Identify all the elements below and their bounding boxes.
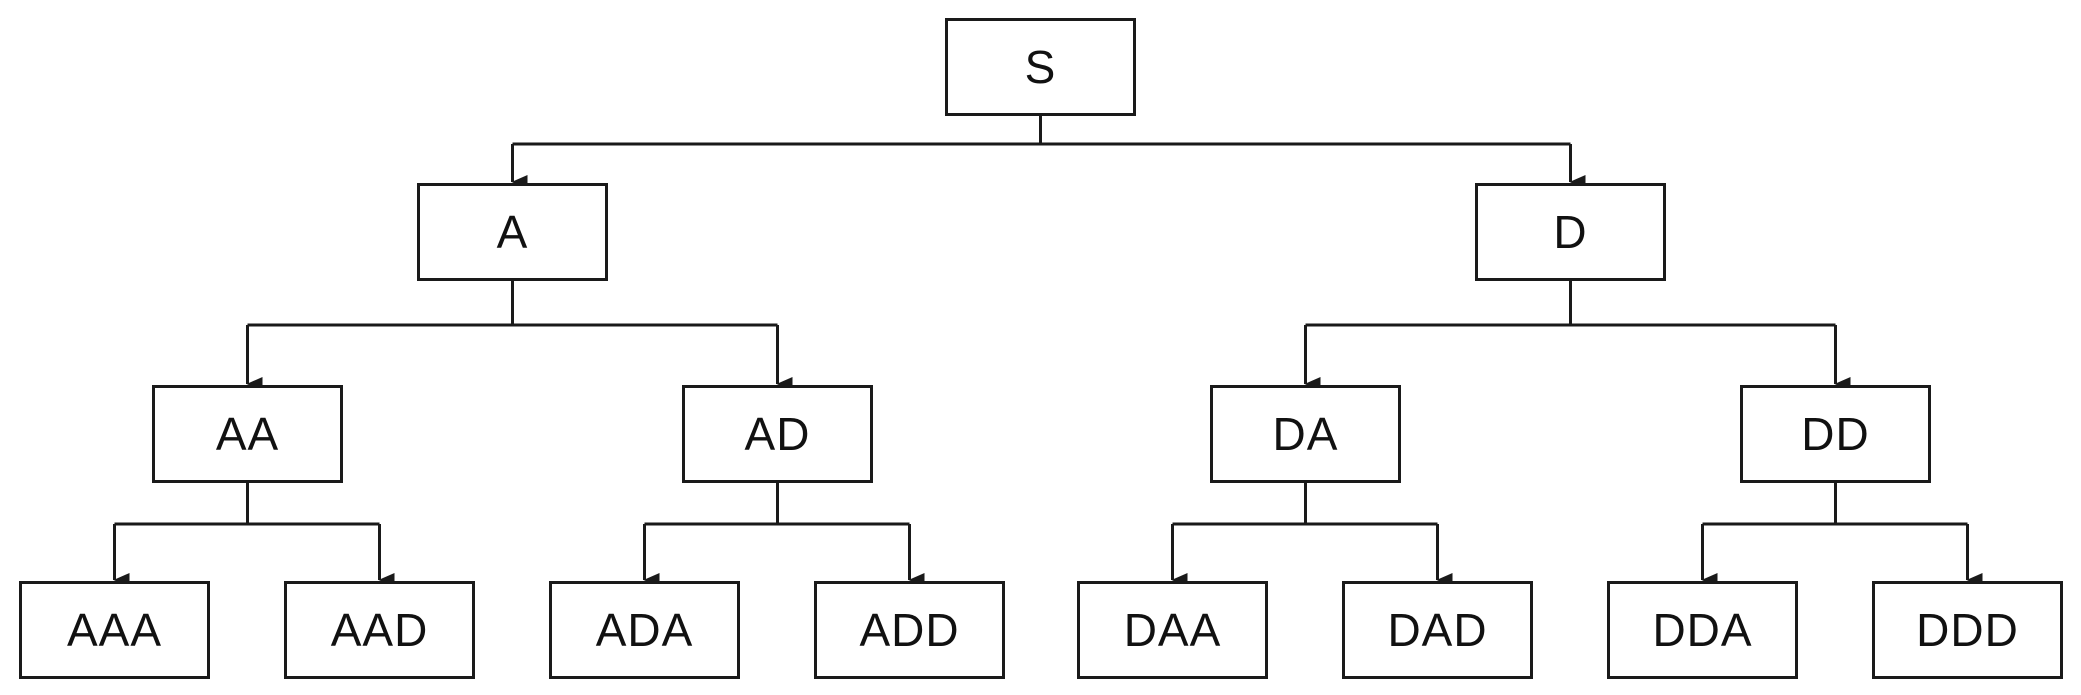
tree-node-dda: DDA	[1607, 581, 1798, 679]
tree-node-add: ADD	[814, 581, 1005, 679]
tree-node-aaa: AAA	[19, 581, 210, 679]
tree-node-daa: DAA	[1077, 581, 1268, 679]
tree-node-ddd: DDD	[1872, 581, 2063, 679]
tree-node-aa: AA	[152, 385, 343, 483]
tree-node-aad: AAD	[284, 581, 475, 679]
tree-node-da: DA	[1210, 385, 1401, 483]
tree-node-a: A	[417, 183, 608, 281]
tree-node-s: S	[945, 18, 1136, 116]
tree-node-ad: AD	[682, 385, 873, 483]
tree-node-ada: ADA	[549, 581, 740, 679]
tree-node-dd: DD	[1740, 385, 1931, 483]
edge-layer	[113, 116, 1983, 587]
tree-node-dad: DAD	[1342, 581, 1533, 679]
tree-node-d: D	[1475, 183, 1666, 281]
